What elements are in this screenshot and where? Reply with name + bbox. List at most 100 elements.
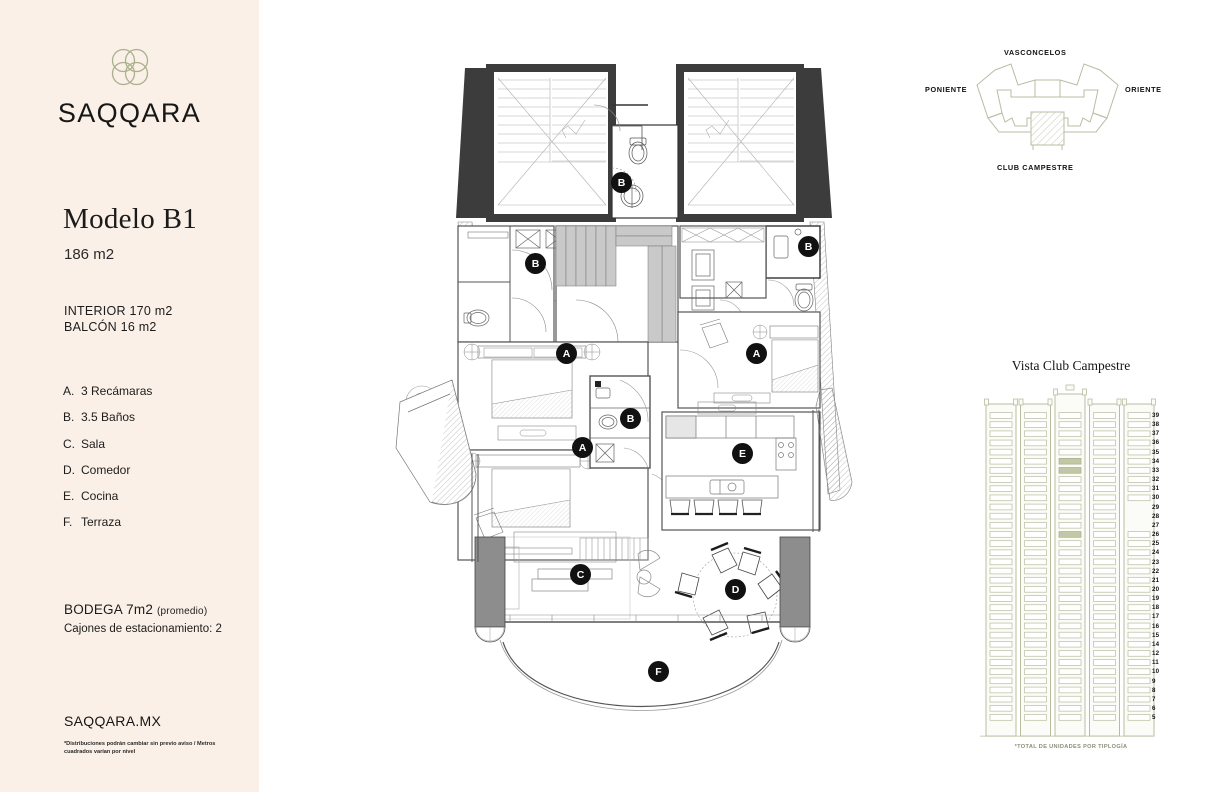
tower-unit (1127, 467, 1151, 474)
tower-unit (989, 714, 1013, 721)
tower-unit (1024, 576, 1047, 584)
tower-unit (1058, 576, 1082, 584)
tower-unit (1093, 686, 1116, 694)
floor-number: 37 (1152, 430, 1160, 438)
floor-number: 8 (1152, 686, 1156, 694)
tower-unit (1058, 567, 1082, 575)
legend-label: Comedor (81, 462, 131, 477)
tower-unit (1127, 531, 1151, 538)
tower-unit (1093, 631, 1116, 639)
list-item: A. 3 Recámaras (63, 384, 152, 398)
tower-unit (989, 613, 1013, 620)
tower-unit (1058, 549, 1082, 556)
room-legend: A. 3 Recámaras B. 3.5 Baños C. Sala D. C… (63, 384, 152, 542)
tower-unit (1093, 659, 1116, 666)
floor-number: 27 (1152, 521, 1160, 529)
tower-unit (1127, 631, 1151, 639)
tower-unit (1024, 558, 1047, 566)
tower-column-cap (1018, 398, 1024, 406)
tower-elevation-diagram (980, 384, 1156, 737)
tower-unit (1127, 586, 1151, 593)
tower-unit (1127, 494, 1151, 502)
tower-unit (1058, 412, 1082, 419)
area-breakdown: INTERIOR 170 m2 BALCÓN 16 m2 (64, 303, 173, 335)
tower-unit (1127, 476, 1151, 483)
tower-unit (989, 558, 1013, 566)
tower-unit (1127, 705, 1151, 712)
tower-unit (1093, 448, 1116, 456)
tower-unit (1024, 622, 1047, 630)
legend-label: 3 Recámaras (81, 384, 153, 398)
tower-column-cap (1087, 398, 1093, 406)
bodega-note: (promedio) (157, 606, 208, 617)
floor-number: 39 (1152, 412, 1160, 419)
tower-unit (989, 641, 1013, 648)
tower-unit (1024, 631, 1047, 639)
tower-unit (1127, 677, 1151, 685)
floor-number: 17 (1152, 613, 1160, 621)
tower-unit (1058, 421, 1082, 428)
tower-unit (1093, 558, 1116, 566)
legend-key: F. (63, 515, 73, 530)
tower-unit (1058, 705, 1082, 712)
tower-unit (1024, 595, 1047, 602)
tower-unit (1127, 457, 1151, 465)
tower-unit (1093, 641, 1116, 648)
tower-unit (1058, 476, 1082, 483)
tower-unit (1127, 595, 1151, 602)
tower-unit (1024, 549, 1047, 556)
tower-unit (1127, 430, 1151, 438)
tower-unit (1058, 641, 1082, 648)
list-item: C. Sala (63, 437, 152, 451)
floor-number: 21 (1152, 576, 1160, 584)
balcony-area: BALCÓN 16 m2 (64, 320, 157, 334)
tower-unit (1093, 677, 1116, 685)
tower-column-cap (1065, 384, 1075, 391)
tower-unit (1024, 476, 1047, 483)
tower-unit (1127, 686, 1151, 694)
room-marker-b-1: B (611, 172, 632, 193)
tower-unit (1058, 448, 1082, 456)
tower-column-cap (1151, 398, 1156, 406)
tower-unit (1127, 714, 1151, 721)
floor-number: 34 (1152, 457, 1160, 465)
list-item: E. Cocina (63, 489, 152, 503)
floor-number: 24 (1152, 549, 1160, 557)
tower-unit (1024, 457, 1047, 465)
tower-unit (1058, 503, 1082, 511)
tower-unit (1093, 421, 1116, 428)
tower-unit (1093, 549, 1116, 556)
tower-unit (1093, 695, 1116, 703)
floor-number: 7 (1152, 695, 1156, 703)
tower-unit (1024, 439, 1047, 447)
list-item: D. Comedor (63, 463, 152, 477)
tower-unit (1058, 586, 1082, 593)
legend-label: Sala (81, 436, 106, 451)
tower-unit (1093, 430, 1116, 438)
tower-unit (1127, 412, 1151, 419)
tower-unit (1093, 576, 1116, 584)
bodega-label: BODEGA 7m2 (64, 602, 154, 617)
keyplan-diagram (976, 63, 1119, 150)
tower-unit (1058, 439, 1082, 447)
floor-number: 5 (1152, 714, 1156, 722)
floor-number: 35 (1152, 448, 1160, 456)
tower-unit (989, 448, 1013, 456)
room-marker-e: E (732, 443, 753, 464)
tower-unit (1024, 714, 1047, 721)
disclaimer-text: *Distribuciones podrán cambiar sin previ… (64, 741, 216, 755)
tower-unit (1127, 485, 1151, 492)
tower-unit (989, 430, 1013, 438)
tower-unit (1093, 412, 1116, 419)
floor-number: 11 (1152, 659, 1159, 667)
tower-footnote: *TOTAL DE UNIDADES POR TIPLOGÍA (1014, 744, 1128, 750)
legend-label: Terraza (81, 515, 122, 530)
room-marker-f: F (648, 661, 669, 682)
tower-unit (1127, 540, 1151, 547)
tower-unit (1024, 412, 1047, 419)
model-total-area: 186 m2 (64, 246, 115, 263)
tower-unit (1093, 512, 1116, 520)
tower-unit (1058, 677, 1082, 685)
